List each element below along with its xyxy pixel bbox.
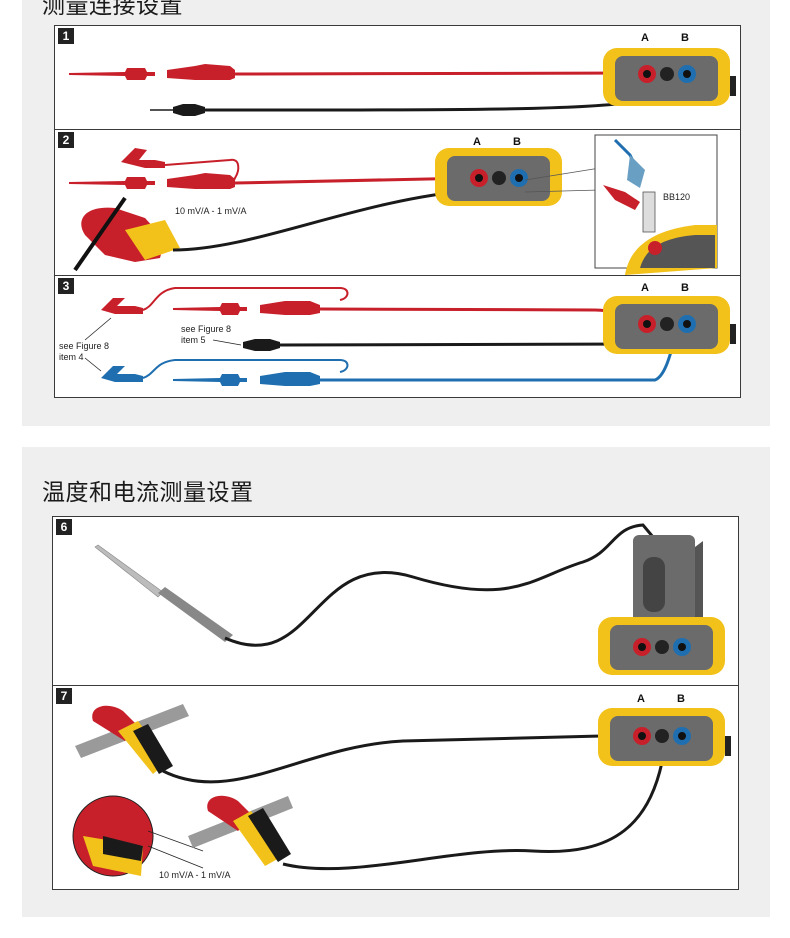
diagram-panel-7: 7 10 mV/A - 1 mV/A: [52, 685, 739, 890]
black-test-probe: [243, 330, 667, 351]
current-clamp-upper: [75, 704, 624, 784]
blue-alligator-clip: [101, 359, 349, 382]
port-label-a: A: [637, 693, 645, 705]
port-label-b: B: [681, 32, 689, 44]
red-alligator-clip: [101, 287, 349, 314]
scopemeter-device: [603, 48, 736, 106]
section-title-temperature-current: 温度和电流测量设置: [42, 480, 254, 506]
bb120-adapter-inset: [594, 134, 718, 275]
panel-number-7: 7: [56, 688, 72, 704]
port-label-b: B: [681, 282, 689, 294]
scopemeter-device: [598, 617, 725, 675]
diagram-panel-6: 6: [52, 516, 739, 686]
adapter-label: BB120: [663, 192, 690, 202]
port-label-b: B: [513, 136, 521, 148]
diagram-panel-1: 1 A B: [54, 25, 741, 130]
temperature-probe: [94, 523, 655, 647]
note-mid-line-2: item 5: [181, 335, 206, 345]
port-label-a: A: [473, 136, 481, 148]
clamp-range-label: 10 mV/A - 1 mV/A: [159, 870, 231, 880]
panel-number-3: 3: [58, 278, 74, 294]
red-alligator-clip: [121, 148, 240, 183]
scopemeter-device: [598, 708, 731, 766]
clamp-zoom-detail: [72, 795, 204, 877]
port-label-a: A: [641, 32, 649, 44]
panel-6-drawing: [94, 523, 725, 675]
panel-2-drawing: 10 mV/A - 1 mV/A A B BB120: [69, 134, 718, 275]
diagram-panel-3: 3 see Figure 8 item 4: [54, 275, 741, 398]
panel-number-2: 2: [58, 132, 74, 148]
red-test-probe: [69, 173, 476, 189]
note-left-line-1: see Figure 8: [59, 341, 109, 351]
red-test-probe: [69, 64, 646, 80]
current-clamp-lower: [188, 745, 667, 871]
temperature-adapter-module: [633, 535, 703, 630]
panel-7-drawing: 10 mV/A - 1 mV/A A B: [72, 693, 731, 880]
panel-number-1: 1: [58, 28, 74, 44]
section-title-connection: 测量连接设置: [42, 0, 183, 19]
scopemeter-device: [603, 296, 736, 354]
blue-test-probe: [173, 330, 679, 386]
clamp-range-label: 10 mV/A - 1 mV/A: [175, 206, 247, 216]
black-test-probe: [150, 85, 665, 116]
note-left-line-2: item 4: [59, 352, 84, 362]
panel-1-drawing: A B: [69, 32, 736, 116]
panel-3-drawing: see Figure 8 item 4 see Figure 8 item 5 …: [59, 282, 736, 386]
port-label-b: B: [677, 693, 685, 705]
diagram-panel-2: 2 10 mV/A - 1 mV/A A B: [54, 129, 741, 276]
panel-number-6: 6: [56, 519, 72, 535]
port-label-a: A: [641, 282, 649, 294]
note-mid-line-1: see Figure 8: [181, 324, 231, 334]
red-test-probe: [173, 301, 631, 326]
